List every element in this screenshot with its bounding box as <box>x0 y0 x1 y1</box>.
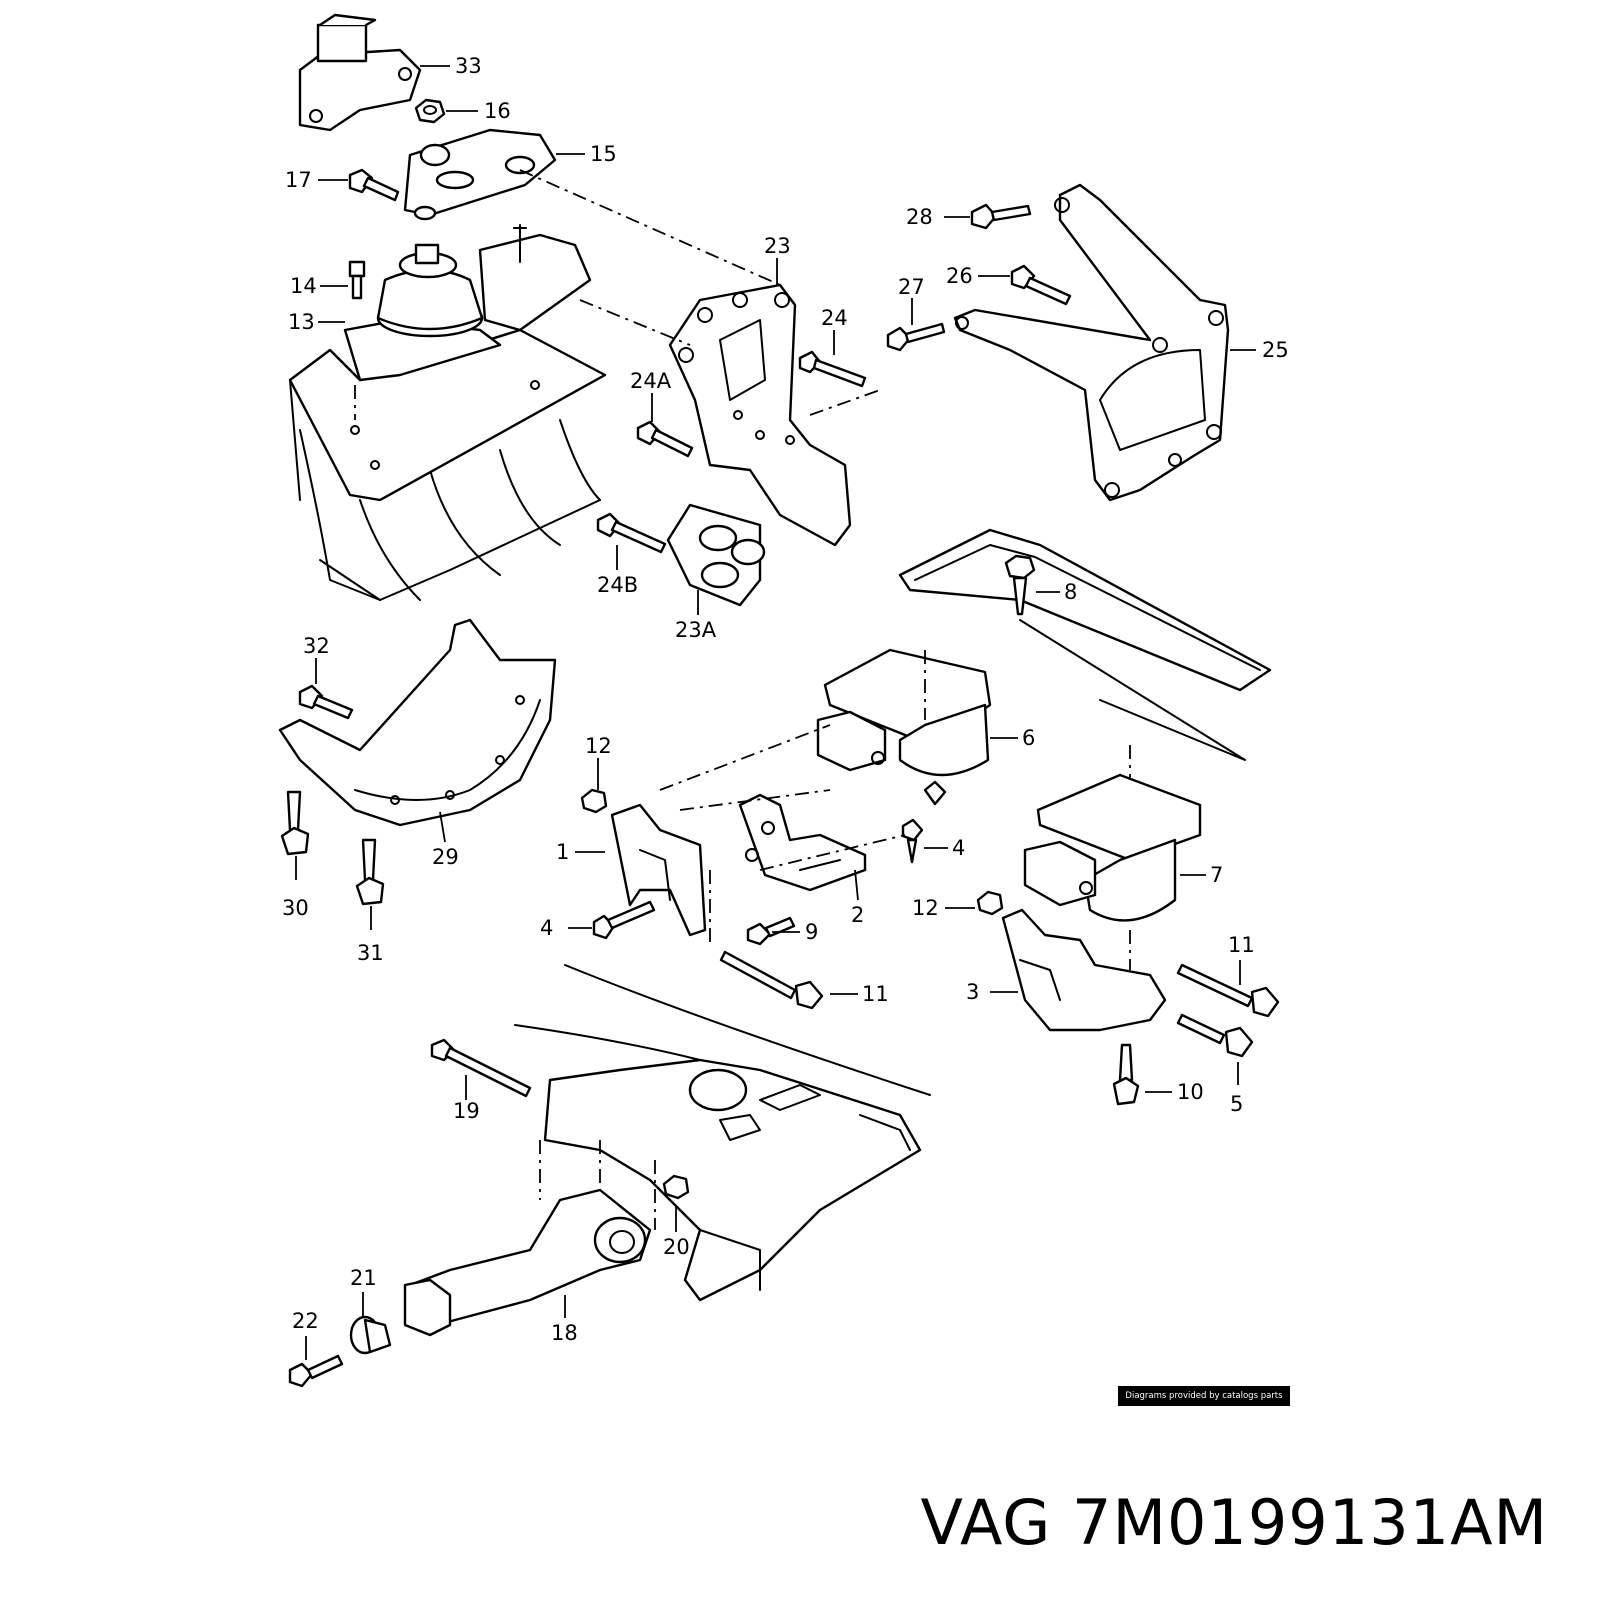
callout-17: 17 <box>285 168 312 192</box>
bolt-26 <box>1010 264 1072 306</box>
relay-module-33 <box>298 13 422 132</box>
screw-4b <box>901 818 924 864</box>
bracket-2 <box>738 793 867 892</box>
callout-28: 28 <box>906 205 933 229</box>
nut-12a <box>580 788 608 814</box>
bolt-11a <box>719 950 824 1010</box>
dash-lines-bottom <box>539 1140 656 1230</box>
bolt-14 <box>348 260 366 300</box>
callout-20: 20 <box>663 1235 690 1259</box>
callout-21: 21 <box>350 1266 377 1290</box>
callout-7: 7 <box>1210 863 1223 887</box>
bolt-24b <box>596 512 667 554</box>
bolt-28 <box>970 203 1032 230</box>
callout-4a: 4 <box>952 836 965 860</box>
callout-24a: 24A <box>630 369 672 393</box>
callout-24b: 24B <box>597 573 638 597</box>
callout-16: 16 <box>484 99 511 123</box>
callout-8: 8 <box>1064 580 1077 604</box>
callout-29: 29 <box>432 845 459 869</box>
engine-block-outline <box>289 379 601 601</box>
bolt-24 <box>798 350 867 388</box>
callout-labels: 33 16 15 17 23 28 26 27 25 14 13 24 24A … <box>282 54 1289 1345</box>
screw-10 <box>1112 1043 1140 1106</box>
washer-21 <box>349 1315 392 1355</box>
bolt-11b <box>1176 963 1280 1018</box>
callout-22: 22 <box>292 1309 319 1333</box>
mounting-plate-13 <box>288 328 607 502</box>
callout-6: 6 <box>1022 726 1035 750</box>
mount-23a <box>666 503 766 607</box>
callout-26: 26 <box>946 264 973 288</box>
gearbox-mount-7 <box>1023 773 1202 922</box>
dash-lines-middle <box>659 650 1131 970</box>
gearbox-mount-6 <box>816 648 992 806</box>
callout-19: 19 <box>453 1099 480 1123</box>
callout-12b: 12 <box>912 896 939 920</box>
bracket-15 <box>403 128 557 221</box>
bolt-27 <box>886 322 946 352</box>
bracket-23 <box>668 283 852 547</box>
callout-13: 13 <box>288 310 315 334</box>
callout-3: 3 <box>966 980 979 1004</box>
nut-12b <box>976 890 1004 916</box>
callout-10: 10 <box>1177 1080 1204 1104</box>
subframe <box>514 964 931 1302</box>
callout-11a: 11 <box>862 982 889 1006</box>
engine-mount-bearing <box>343 224 592 382</box>
callout-9: 9 <box>805 920 818 944</box>
bolt-8 <box>1004 554 1036 616</box>
bolt-4a <box>592 900 656 940</box>
callout-11b: 11 <box>1228 933 1255 957</box>
bolt-19 <box>430 1038 532 1098</box>
bracket-29 <box>278 618 557 827</box>
callout-24: 24 <box>821 306 848 330</box>
bracket-1 <box>610 803 707 937</box>
callout-2: 2 <box>851 903 864 927</box>
bolt-5 <box>1176 1013 1254 1058</box>
callout-14: 14 <box>290 274 317 298</box>
bolt-22 <box>288 1354 344 1388</box>
bolt-9 <box>746 916 796 946</box>
callout-33: 33 <box>455 54 482 78</box>
torque-arm-18 <box>403 1188 652 1337</box>
callout-27: 27 <box>898 275 925 299</box>
dash-lines-top <box>354 169 881 420</box>
callout-4b: 4 <box>540 916 553 940</box>
callout-5: 5 <box>1230 1092 1243 1116</box>
bracket-3 <box>1001 908 1167 1032</box>
bolt-31 <box>355 838 385 906</box>
callout-32: 32 <box>303 634 330 658</box>
bolt-30 <box>280 790 310 856</box>
bolt-24a <box>636 420 694 458</box>
callout-12a: 12 <box>585 734 612 758</box>
nut-16 <box>414 98 446 124</box>
diagram-credit-badge: Diagrams provided by catalogs parts <box>1118 1386 1290 1406</box>
callout-23: 23 <box>764 234 791 258</box>
bolt-17 <box>348 168 400 202</box>
bracket-25 <box>953 183 1230 502</box>
callout-15: 15 <box>590 142 617 166</box>
callout-31: 31 <box>357 941 384 965</box>
callout-18: 18 <box>551 1321 578 1345</box>
part-number-title: VAG 7M0199131AM <box>920 1486 1548 1559</box>
callout-1: 1 <box>556 840 569 864</box>
callout-leaders <box>295 65 1256 1360</box>
callout-30: 30 <box>282 896 309 920</box>
nut-20 <box>662 1174 690 1200</box>
bolt-32 <box>298 684 354 720</box>
callout-25: 25 <box>1262 338 1289 362</box>
callout-23a: 23A <box>675 618 717 642</box>
frame-rail-8 <box>898 528 1272 761</box>
